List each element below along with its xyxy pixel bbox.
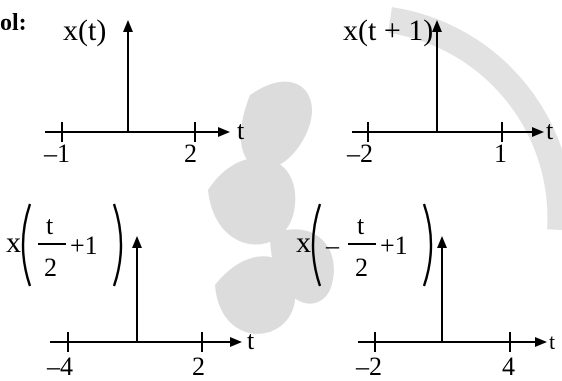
panel-title: x(t + 1)	[343, 14, 433, 47]
panel-x-t-plus-1: x(t + 1) –2 1 t	[343, 14, 554, 168]
panel-tail: +1	[70, 231, 98, 260]
watermark-leaf	[215, 256, 296, 334]
fraction-numerator: t	[357, 211, 365, 240]
tick-label: –1	[43, 139, 70, 168]
minus-sign: –	[325, 231, 340, 260]
axis-var-label: t	[237, 116, 245, 145]
tick-label: 2	[184, 139, 197, 168]
axis-var-label: t	[247, 326, 255, 355]
axis-var-label: t	[546, 116, 554, 145]
panel-x-neg-t-over-2-plus-1: x – t 2 +1 –2 4 t	[296, 203, 555, 381]
watermark	[208, 7, 562, 334]
panel-func: x	[296, 226, 311, 259]
left-paren	[21, 203, 32, 287]
axis-var-label: t	[549, 329, 555, 354]
watermark-leaf	[240, 81, 312, 169]
tick-label: 1	[494, 139, 507, 168]
panel-x-t: x(t) –1 2 t	[43, 14, 245, 168]
panel-title: x(t)	[63, 14, 106, 47]
left-paren	[311, 203, 322, 287]
tick-label: –2	[355, 352, 382, 381]
panel-func: x	[6, 226, 21, 259]
tick-label: –4	[46, 352, 73, 381]
fraction-denominator: 2	[44, 253, 57, 282]
watermark-ring	[387, 7, 562, 231]
tick-label: 4	[502, 352, 515, 381]
watermark-leaf	[270, 229, 334, 304]
panel-x-t-over-2-plus-1: x t 2 +1 –4 2 t	[6, 203, 255, 381]
panel-tail: +1	[380, 231, 408, 260]
tick-label: 2	[192, 352, 205, 381]
tick-label: –2	[346, 139, 373, 168]
fraction-numerator: t	[46, 211, 54, 240]
right-paren	[112, 203, 123, 287]
watermark-leaf	[208, 157, 296, 245]
right-paren	[422, 203, 433, 287]
fraction-denominator: 2	[355, 253, 368, 282]
solution-label: ol:	[0, 10, 27, 36]
